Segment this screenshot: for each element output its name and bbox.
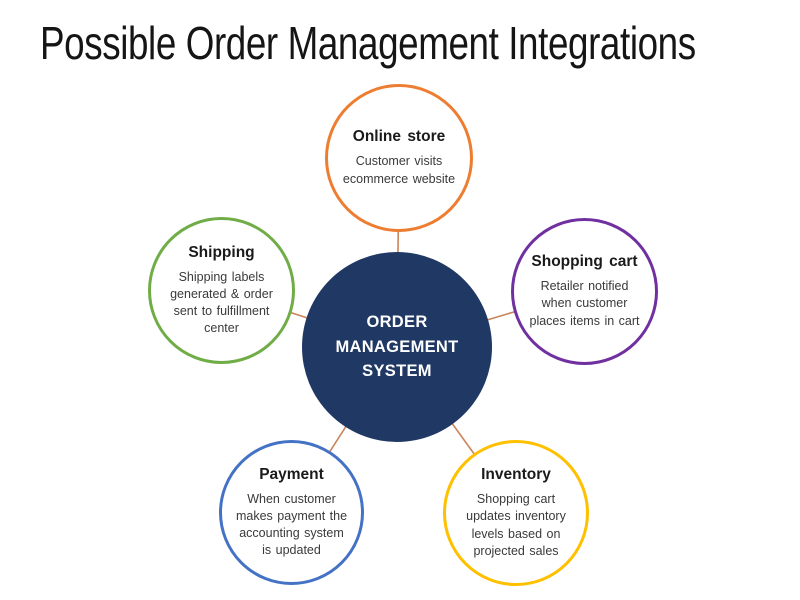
- node-shopping-cart-description: Retailer notified when customer places i…: [529, 279, 640, 328]
- node-online-store-description: Customer visits ecommerce website: [342, 154, 456, 186]
- central-node-order-management-system: ORDER MANAGEMENT SYSTEM: [302, 252, 492, 442]
- central-node-label: ORDER MANAGEMENT SYSTEM: [335, 312, 459, 381]
- node-online-store: Online store Customer visits ecommerce w…: [325, 84, 473, 232]
- node-inventory: Inventory Shopping cart updates inventor…: [443, 440, 589, 586]
- node-inventory-title: Inventory: [481, 466, 551, 483]
- node-inventory-description: Shopping cart updates inventory levels b…: [466, 492, 566, 558]
- node-shipping: Shipping Shipping labels generated & ord…: [148, 217, 295, 364]
- node-payment: Payment When customer makes payment the …: [219, 440, 364, 585]
- node-shopping-cart: Shopping cart Retailer notified when cus…: [511, 218, 658, 365]
- node-payment-title: Payment: [259, 465, 324, 483]
- node-shopping-cart-title: Shopping cart: [531, 253, 638, 271]
- node-shipping-title: Shipping: [188, 243, 255, 261]
- node-online-store-title: Online store: [352, 128, 446, 146]
- node-payment-description: When customer makes payment the accounti…: [235, 491, 348, 558]
- page-title: Possible Order Management Integrations: [40, 17, 696, 69]
- node-shipping-description: Shipping labels generated & order sent t…: [170, 269, 273, 336]
